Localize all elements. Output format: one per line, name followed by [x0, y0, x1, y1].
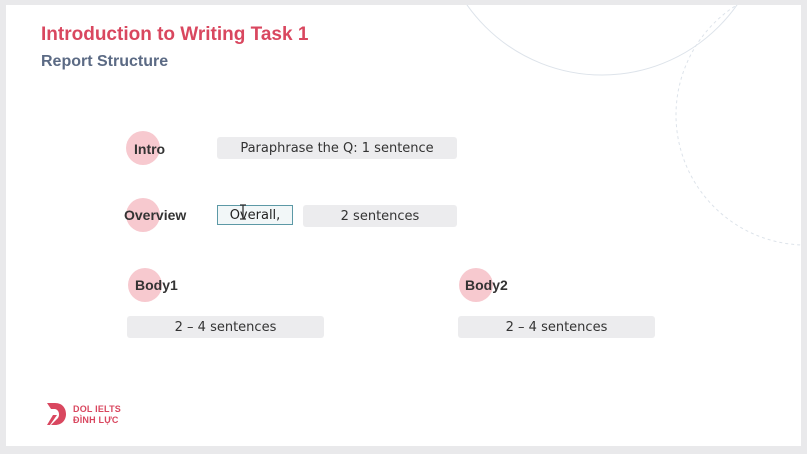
dol-logo-icon: [47, 403, 66, 425]
body2-pill: 2 – 4 sentences: [458, 316, 655, 338]
body1-label: Body1: [135, 277, 178, 293]
intro-dot: [126, 131, 160, 165]
text-cursor-icon: [240, 204, 246, 220]
overview-pill: 2 sentences: [303, 205, 457, 227]
dol-logo: DOL IELTS ĐÌNH LỰC: [45, 400, 125, 430]
logo-text-line2: ĐÌNH LỰC: [73, 415, 119, 425]
intro-label: Intro: [134, 141, 166, 157]
body2-dot: [459, 268, 493, 302]
logo-text-line1: DOL IELTS: [73, 404, 121, 414]
intro-pill: Paraphrase the Q: 1 sentence: [217, 137, 457, 159]
slide-title: Introduction to Writing Task 1: [41, 24, 309, 45]
body1-pill: 2 – 4 sentences: [127, 316, 324, 338]
decorative-circles: [466, 5, 801, 246]
slide: Introduction to Writing Task 1 Report St…: [6, 5, 801, 446]
slide-subtitle: Report Structure: [41, 53, 169, 70]
overview-dot: [126, 198, 160, 232]
body2-label: Body2: [465, 277, 508, 293]
body1-dot: [128, 268, 162, 302]
overview-label: Overview: [124, 207, 187, 223]
overall-highlight-box[interactable]: Overall,: [217, 205, 293, 225]
